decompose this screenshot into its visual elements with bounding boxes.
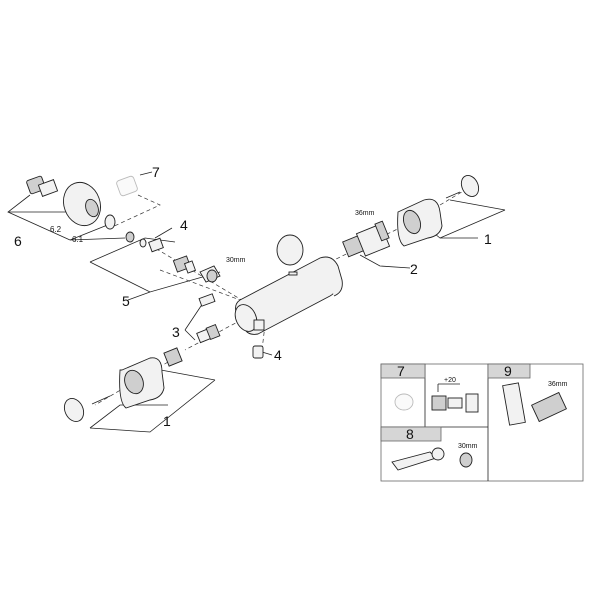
callout-1-top: 1 [484,231,492,247]
handle-part-1-bottom [63,347,183,422]
callout-1-bottom: 1 [163,413,171,429]
inset-label-8: 8 [406,426,414,442]
callout-3: 3 [172,324,180,340]
callout-4-top: 4 [180,217,188,233]
dimension-36mm-main: 36mm [355,210,375,217]
dimension-30mm-main: 30mm [226,257,246,264]
callout-5: 5 [122,293,130,309]
inset-tool-9-icon [502,382,526,426]
callout-6: 6 [14,233,22,249]
callout-7: 7 [152,164,160,180]
dimension-30mm-inset: 30mm [458,443,478,450]
inset-label-9: 9 [504,363,512,379]
callout-4-bottom: 4 [274,347,282,363]
cap-part-7 [116,175,138,197]
cartridge-part-2 [342,220,391,258]
dimension-plus20: +20 [444,377,456,384]
dimension-36mm-inset: 36mm [548,381,568,388]
handle-part-1-top [397,175,480,247]
connector-parts-5 [172,255,221,307]
sublabel-6-2: 6.2 [50,225,62,234]
sublabel-6-1: 6.1 [72,235,84,244]
nut-part-4-bottom [252,345,264,359]
seal-parts-3 [196,323,221,344]
inset-label-7: 7 [397,363,405,379]
inset-cap-icon [394,393,414,411]
tools-inset-panel: 7 9 8 +20 36mm 30mm [380,363,584,482]
wall-fitting-part [26,175,164,253]
callout-labels: 6 6.2 6.1 7 4 5 30mm 36mm 1 2 3 4 1 [14,164,492,429]
thermostat-body [234,234,343,335]
callout-2: 2 [410,261,418,277]
